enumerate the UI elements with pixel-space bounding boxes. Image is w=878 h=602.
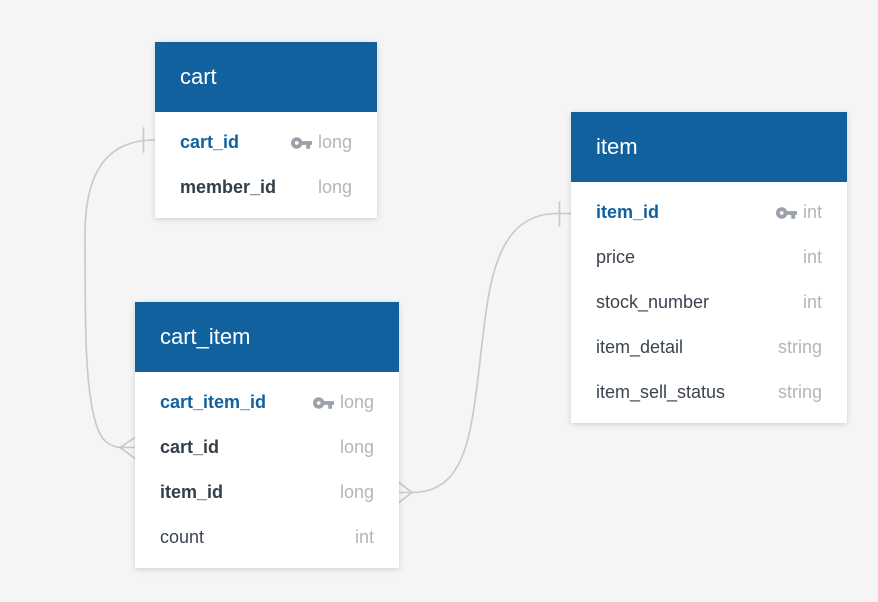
table-cart-item-body: cart_item_id long cart_id long item_id l… — [135, 372, 399, 568]
table-item-header[interactable]: item — [571, 112, 847, 182]
key-icon — [775, 206, 797, 219]
table-title: cart_item — [160, 324, 251, 349]
column-type: long — [339, 392, 374, 412]
column-type: string — [777, 337, 822, 357]
column-name: item_detail — [596, 337, 684, 357]
relationship-item-to-cart-item[interactable] — [398, 201, 572, 504]
column-row-item-id[interactable]: item_id long — [135, 470, 399, 515]
relationship-line — [411, 212, 572, 494]
crow-foot-cart-item-cart-id — [119, 436, 136, 460]
column-row-item-detail[interactable]: item_detail string — [571, 325, 847, 370]
column-type: int — [802, 292, 822, 312]
column-row-item-sell-status[interactable]: item_sell_status string — [571, 370, 847, 415]
table-cart-item-header[interactable]: cart_item — [135, 302, 399, 372]
table-title: cart — [180, 64, 217, 89]
column-name: cart_id — [160, 437, 220, 457]
column-name: count — [160, 527, 205, 547]
table-cart-body: cart_id long member_id long — [155, 112, 377, 218]
crow-foot-cart-item-item-id — [398, 481, 413, 504]
column-type: long — [317, 132, 352, 152]
column-name: cart_id — [180, 132, 240, 152]
column-name: cart_item_id — [160, 392, 267, 412]
relationship-line — [84, 139, 156, 449]
column-row-cart-id[interactable]: cart_id long — [135, 425, 399, 470]
column-name: item_sell_status — [596, 382, 726, 402]
table-title: item — [596, 134, 638, 159]
column-row-cart-id[interactable]: cart_id long — [155, 120, 377, 165]
column-row-cart-item-id[interactable]: cart_item_id long — [135, 380, 399, 425]
column-type: string — [777, 382, 822, 402]
column-type: long — [339, 482, 374, 502]
column-row-member-id[interactable]: member_id long — [155, 165, 377, 210]
key-icon — [312, 396, 334, 409]
table-cart-item[interactable]: cart_item cart_item_id long cart_id long… — [135, 302, 399, 568]
column-type: int — [802, 247, 822, 267]
column-name: item_id — [160, 482, 224, 502]
column-type: int — [354, 527, 374, 547]
column-name: item_id — [596, 202, 660, 222]
relationship-cart-to-cart-item[interactable] — [84, 127, 156, 460]
column-name: stock_number — [596, 292, 710, 312]
column-row-item-id[interactable]: item_id int — [571, 190, 847, 235]
column-row-stock-number[interactable]: stock_number int — [571, 280, 847, 325]
column-type: long — [339, 437, 374, 457]
column-name: price — [596, 247, 636, 267]
column-row-price[interactable]: price int — [571, 235, 847, 280]
key-icon — [290, 136, 312, 149]
table-cart-header[interactable]: cart — [155, 42, 377, 112]
column-type: int — [802, 202, 822, 222]
column-type: long — [317, 177, 352, 197]
table-item[interactable]: item item_id int price int stock_number … — [571, 112, 847, 423]
column-row-count[interactable]: count int — [135, 515, 399, 560]
table-cart[interactable]: cart cart_id long member_id long — [155, 42, 377, 218]
table-item-body: item_id int price int stock_number int i… — [571, 182, 847, 423]
column-name: member_id — [180, 177, 277, 197]
